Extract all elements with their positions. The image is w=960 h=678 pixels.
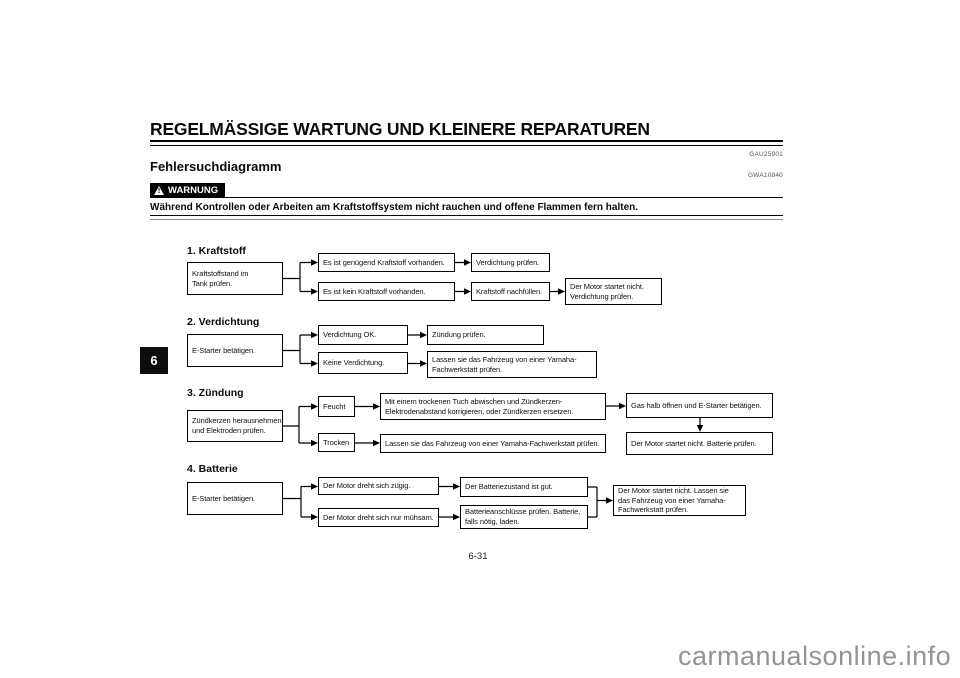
flow-box-s3-half-throttle: Gas halb öffnen und E-Starter betätigen. xyxy=(626,393,773,418)
flow-section-title-batterie: 4. Batterie xyxy=(187,463,238,475)
flow-box-s4-turns-quickly: Der Motor dreht sich zügig. xyxy=(318,477,439,495)
flow-box-s4-start: E-Starter betätigen. xyxy=(187,482,283,515)
flow-box-s4-engine-no-start-dealer: Der Motor startet nicht. Lassen sie das … xyxy=(613,485,746,516)
warning-triangle-icon: ! xyxy=(154,186,164,195)
flow-box-s4-turns-slowly: Der Motor dreht sich nur mühsam. xyxy=(318,508,439,527)
warning-chip: ! WARNUNG xyxy=(150,183,226,198)
flow-box-s2-dealer-check: Lassen sie das Fahrzeug von einer Yamaha… xyxy=(427,351,597,378)
flow-box-s2-check-ignition: Zündung prüfen. xyxy=(427,325,544,345)
reference-code-gwa: GWA10840 xyxy=(748,172,783,179)
page-number: 6-31 xyxy=(468,551,488,562)
flow-box-s1-fuel-present: Es ist genügend Kraftstoff vorhanden. xyxy=(318,253,455,272)
flow-section-title-verdichtung: 2. Verdichtung xyxy=(187,316,260,328)
flow-box-s3-wipe-spark-plugs: Mit einem trockenen Tuch abwischen und Z… xyxy=(380,393,606,420)
flow-box-s4-check-connections: Batterieanschlüsse prüfen. Batterie, fal… xyxy=(460,505,588,529)
flow-box-s3-dry: Trocken xyxy=(318,433,355,452)
warning-bottom-rule xyxy=(150,215,783,220)
watermark: carmanualsonline.info xyxy=(678,641,952,671)
flow-box-s3-start: Zündkerzen herausnehmen und Elektroden p… xyxy=(187,410,283,442)
reference-code-gau: GAU25901 xyxy=(749,151,783,158)
flow-box-s1-refill-fuel: Kraftstoff nachfüllen. xyxy=(471,282,550,301)
flow-box-s1-check-compression: Verdichtung prüfen. xyxy=(471,253,550,272)
flow-box-s3-wet: Feucht xyxy=(318,396,355,417)
chapter-tab: 6 xyxy=(140,347,168,374)
flow-section-title-kraftstoff: 1. Kraftstoff xyxy=(187,245,246,257)
flow-box-s1-engine-no-start: Der Motor startet nicht. Verdichtung prü… xyxy=(565,278,662,305)
page-title: REGELMÄSSIGE WARTUNG UND KLEINERE REPARA… xyxy=(150,119,650,139)
flow-box-s1-start: Kraftstoffstand im Tank prüfen. xyxy=(187,262,283,295)
flow-section-title-zuendung: 3. Zündung xyxy=(187,387,244,399)
section-heading: Fehlersuchdiagramm xyxy=(150,159,282,174)
warning-rule xyxy=(225,197,783,198)
header-rule xyxy=(150,140,783,146)
flow-box-s3-dealer-check: Lassen sie das Fahrzeug von einer Yamaha… xyxy=(380,434,606,453)
flow-box-s2-start: E-Starter betätigen. xyxy=(187,334,283,367)
warning-label: WARNUNG xyxy=(168,185,219,196)
flow-box-s4-battery-good: Der Batteriezustand ist gut. xyxy=(460,477,588,497)
flow-box-s2-compression-ok: Verdichtung OK. xyxy=(318,325,408,345)
warning-text: Während Kontrollen oder Arbeiten am Kraf… xyxy=(150,202,639,213)
flow-box-s1-no-fuel: Es ist kein Kraftstoff vorhanden. xyxy=(318,282,455,301)
flow-box-s2-no-compression: Keine Verdichtung. xyxy=(318,352,408,374)
warning-header: ! WARNUNG xyxy=(150,183,783,198)
flow-box-s3-check-battery: Der Motor startet nicht. Batterie prüfen… xyxy=(626,432,773,455)
